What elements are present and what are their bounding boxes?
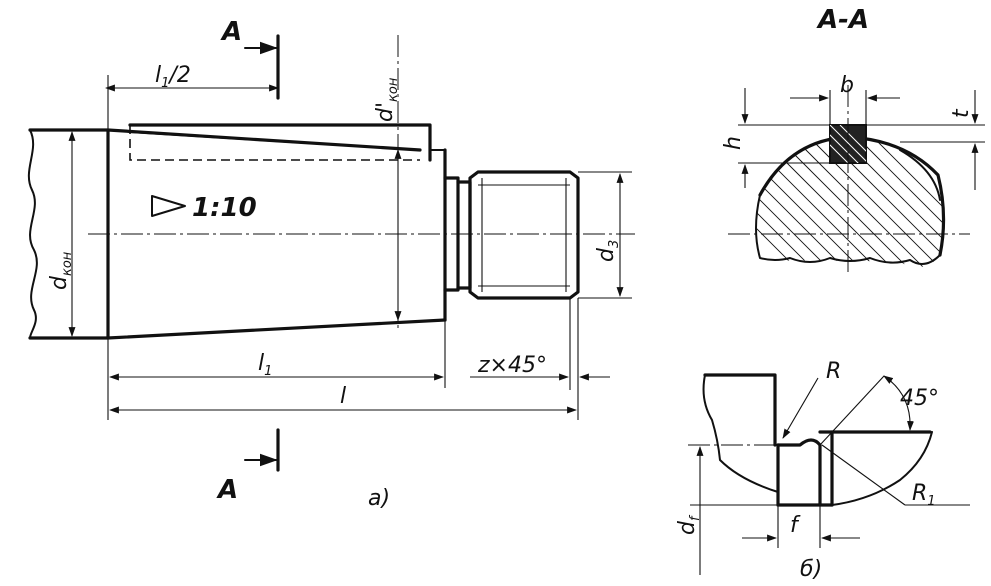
taper-bottom	[106, 318, 447, 340]
taper-icon	[151, 195, 186, 217]
section-a-a: A-A	[721, 5, 985, 272]
dim-chamfer: z×45°	[477, 353, 547, 378]
dim-R1: R1	[912, 481, 936, 509]
key-body	[128, 123, 432, 162]
view-b-caption: б)	[800, 557, 822, 582]
undercut-detail: R 45° R1 df f б)	[675, 359, 970, 582]
detail-shoulder	[703, 373, 777, 447]
section-title: A-A	[816, 5, 869, 35]
undercut-groove	[776, 438, 822, 447]
threaded-end	[468, 170, 580, 300]
dim-h: h	[721, 136, 746, 150]
dim-l: l	[340, 384, 346, 409]
dim-b: b	[840, 73, 854, 98]
shaft-dimensions: l1/2 A A d'кон dкон d3 l1 l z×45°	[47, 17, 632, 511]
taper-label: 1:10	[192, 193, 257, 223]
shaft-view: 1:10	[27, 35, 635, 340]
dim-df: df	[675, 514, 703, 535]
break-line	[27, 129, 38, 339]
dim-R: R	[826, 359, 841, 384]
dim-l1: l1	[258, 351, 272, 379]
dim-f: f	[790, 513, 801, 538]
dim-d-kon-prime: d'кон	[373, 77, 401, 122]
dim-l1-half: l1/2	[155, 63, 191, 91]
view-a-caption: a)	[368, 486, 390, 511]
dim-angle: 45°	[900, 386, 939, 411]
key-hidden	[129, 125, 420, 161]
section-marker-top: A	[220, 17, 242, 47]
dim-d-kon: dкон	[47, 251, 75, 290]
dim-t: t	[949, 108, 974, 118]
dim-d3: d3	[594, 240, 622, 262]
section-outline	[758, 135, 946, 257]
section-marker-bottom: A	[216, 475, 238, 505]
